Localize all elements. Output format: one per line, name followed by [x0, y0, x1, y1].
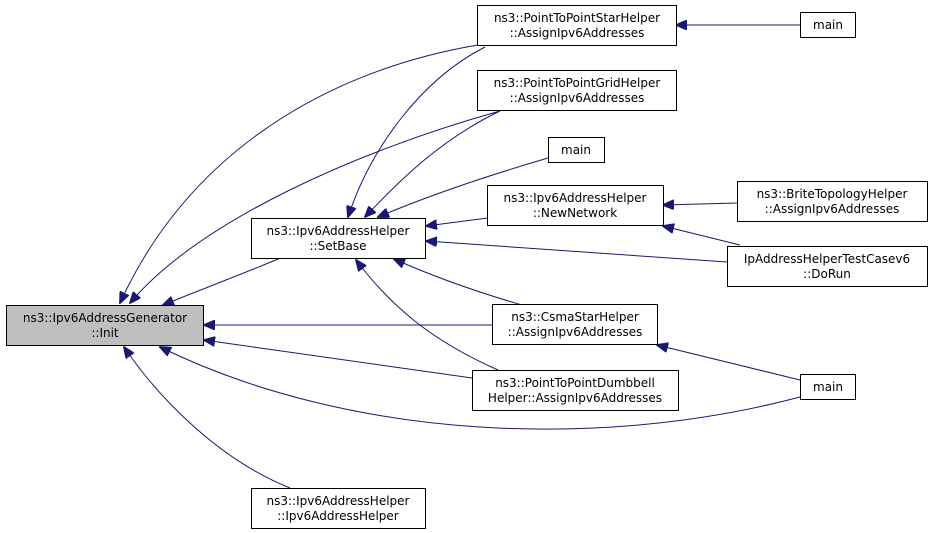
node-ip-testcase-dorun[interactable]: IpAddressHelperTestCasev6 ::DoRun	[727, 246, 928, 287]
node-label-line2: ::DoRun	[803, 267, 851, 281]
node-p2p-star-assign[interactable]: ns3::PointToPointStarHelper ::AssignIpv6…	[477, 5, 677, 46]
node-label-line1: ns3::BriteTopologyHelper	[757, 187, 908, 201]
edge-main-c-to-csma-star	[657, 345, 801, 381]
node-label-line2: Helper::AssignIpv6Addresses	[488, 391, 662, 405]
edge-testcase-to-newnetwork	[663, 226, 741, 246]
node-label-line1: ns3::Ipv6AddressHelper	[267, 224, 410, 238]
node-ipv6-helper-newnetwork[interactable]: ns3::Ipv6AddressHelper ::NewNetwork	[487, 185, 664, 226]
node-ipv6-helper-setbase[interactable]: ns3::Ipv6AddressHelper ::SetBase	[251, 218, 426, 259]
edge-p2p-grid-to-setbase	[365, 110, 501, 217]
node-main-a[interactable]: main	[548, 137, 605, 163]
node-label-line1: main	[813, 18, 843, 32]
edge-csma-star-to-setbase	[394, 259, 523, 306]
node-ipv6-helper-ctor[interactable]: ns3::Ipv6AddressHelper ::Ipv6AddressHelp…	[251, 488, 426, 529]
edge-brite-to-newnetwork	[663, 203, 738, 205]
node-main-b[interactable]: main	[800, 12, 856, 38]
node-label-line1: ns3::Ipv6AddressHelper	[267, 494, 410, 508]
edge-newnetwork-to-setbase	[426, 217, 489, 226]
node-label-line2: ::SetBase	[309, 239, 366, 253]
edge-main-c-to-init	[160, 347, 801, 430]
node-csma-star-assign[interactable]: ns3::CsmaStarHelper ::AssignIpv6Addresse…	[492, 304, 658, 345]
node-label-line2: ::AssignIpv6Addresses	[765, 202, 900, 216]
node-main-c[interactable]: main	[800, 374, 856, 400]
node-p2p-grid-assign[interactable]: ns3::PointToPointGridHelper ::AssignIpv6…	[477, 70, 677, 111]
node-label-line2: ::Init	[91, 326, 119, 340]
node-brite-assign[interactable]: ns3::BriteTopologyHelper ::AssignIpv6Add…	[737, 181, 928, 222]
node-label-line1: ns3::PointToPointGridHelper	[494, 76, 661, 90]
node-label-line2: ::AssignIpv6Addresses	[510, 91, 645, 105]
node-label-line1: ns3::CsmaStarHelper	[511, 310, 639, 324]
node-label-line1: ns3::PointToPointStarHelper	[494, 11, 660, 25]
node-label-line1: ns3::PointToPointDumbbell	[495, 376, 655, 390]
node-label-line1: IpAddressHelperTestCasev6	[744, 252, 910, 266]
edges	[120, 25, 801, 489]
edge-helper-ctor-to-init	[124, 347, 291, 489]
edge-p2p-grid-to-init	[130, 110, 501, 303]
edge-p2p-star-to-setbase	[348, 46, 486, 217]
edge-p2p-star-to-init	[120, 44, 479, 303]
node-p2p-dumbbell-assign[interactable]: ns3::PointToPointDumbbell Helper::Assign…	[472, 370, 679, 411]
edge-p2p-dumbbell-to-setbase	[356, 260, 499, 371]
node-label-line2: ::NewNetwork	[533, 206, 617, 220]
node-label-line1: ns3::Ipv6AddressHelper	[504, 191, 647, 205]
node-label-line1: main	[813, 380, 843, 394]
node-label-line1: ns3::Ipv6AddressGenerator	[23, 311, 187, 325]
edge-main-a-to-setbase	[378, 157, 549, 217]
node-label-line2: ::AssignIpv6Addresses	[510, 26, 645, 40]
edge-setbase-to-init	[163, 256, 284, 305]
node-label-line1: main	[561, 143, 591, 157]
node-ipv6-generator-init[interactable]: ns3::Ipv6AddressGenerator ::Init	[6, 305, 204, 346]
edge-p2p-dumbbell-to-init	[204, 340, 473, 379]
edge-testcase-to-setbase	[426, 241, 728, 263]
node-label-line2: ::Ipv6AddressHelper	[277, 509, 399, 523]
node-label-line2: ::AssignIpv6Addresses	[508, 325, 643, 339]
